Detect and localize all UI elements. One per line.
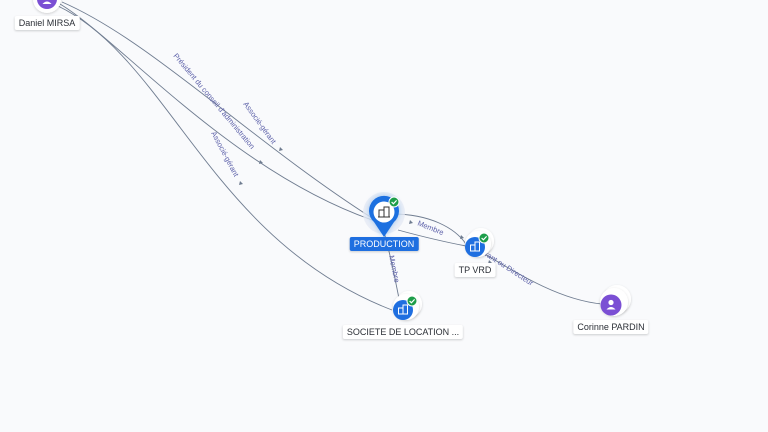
node-label-production[interactable]: PRODUCTION bbox=[349, 237, 419, 251]
node-daniel-mirsa[interactable] bbox=[33, 0, 61, 13]
node-corinne-pardin[interactable] bbox=[600, 285, 631, 316]
edge-daniel-societe[interactable] bbox=[57, 5, 393, 311]
node-label-daniel-mirsa[interactable]: Daniel MIRSA bbox=[14, 16, 80, 30]
building-icon bbox=[378, 206, 390, 218]
verified-badge-icon bbox=[388, 196, 400, 208]
person-icon bbox=[606, 299, 616, 310]
building-icon bbox=[398, 304, 408, 315]
person-icon bbox=[42, 1, 52, 4]
node-label-tp-vrd[interactable]: TP VRD bbox=[454, 263, 496, 277]
node-label-corinne-pardin[interactable]: Corinne PARDIN bbox=[573, 320, 649, 334]
edge-label: Membre bbox=[387, 255, 402, 284]
node-tp-vrd[interactable] bbox=[465, 228, 494, 257]
edge-daniel-production-president[interactable] bbox=[59, 3, 373, 221]
node-production[interactable] bbox=[363, 192, 405, 237]
edge-arrow bbox=[409, 220, 413, 224]
node-label-societe-de-location[interactable]: SOCIETE DE LOCATION ... bbox=[342, 325, 464, 339]
edge-daniel-production-associe[interactable] bbox=[61, 1, 373, 219]
edge-arrow bbox=[239, 181, 243, 185]
building-icon bbox=[470, 241, 480, 252]
node-societe-de-location[interactable] bbox=[393, 291, 422, 320]
edge-arrow bbox=[279, 147, 283, 151]
verified-badge-icon bbox=[406, 295, 418, 307]
edge-corinne-tpvrd[interactable] bbox=[477, 249, 603, 305]
edge-arrow bbox=[259, 160, 263, 164]
verified-badge-icon bbox=[478, 232, 490, 244]
edge-production-tpvrd-lower[interactable] bbox=[397, 229, 467, 247]
edge-label: Membre bbox=[416, 219, 445, 238]
edge-arrow bbox=[460, 235, 464, 239]
